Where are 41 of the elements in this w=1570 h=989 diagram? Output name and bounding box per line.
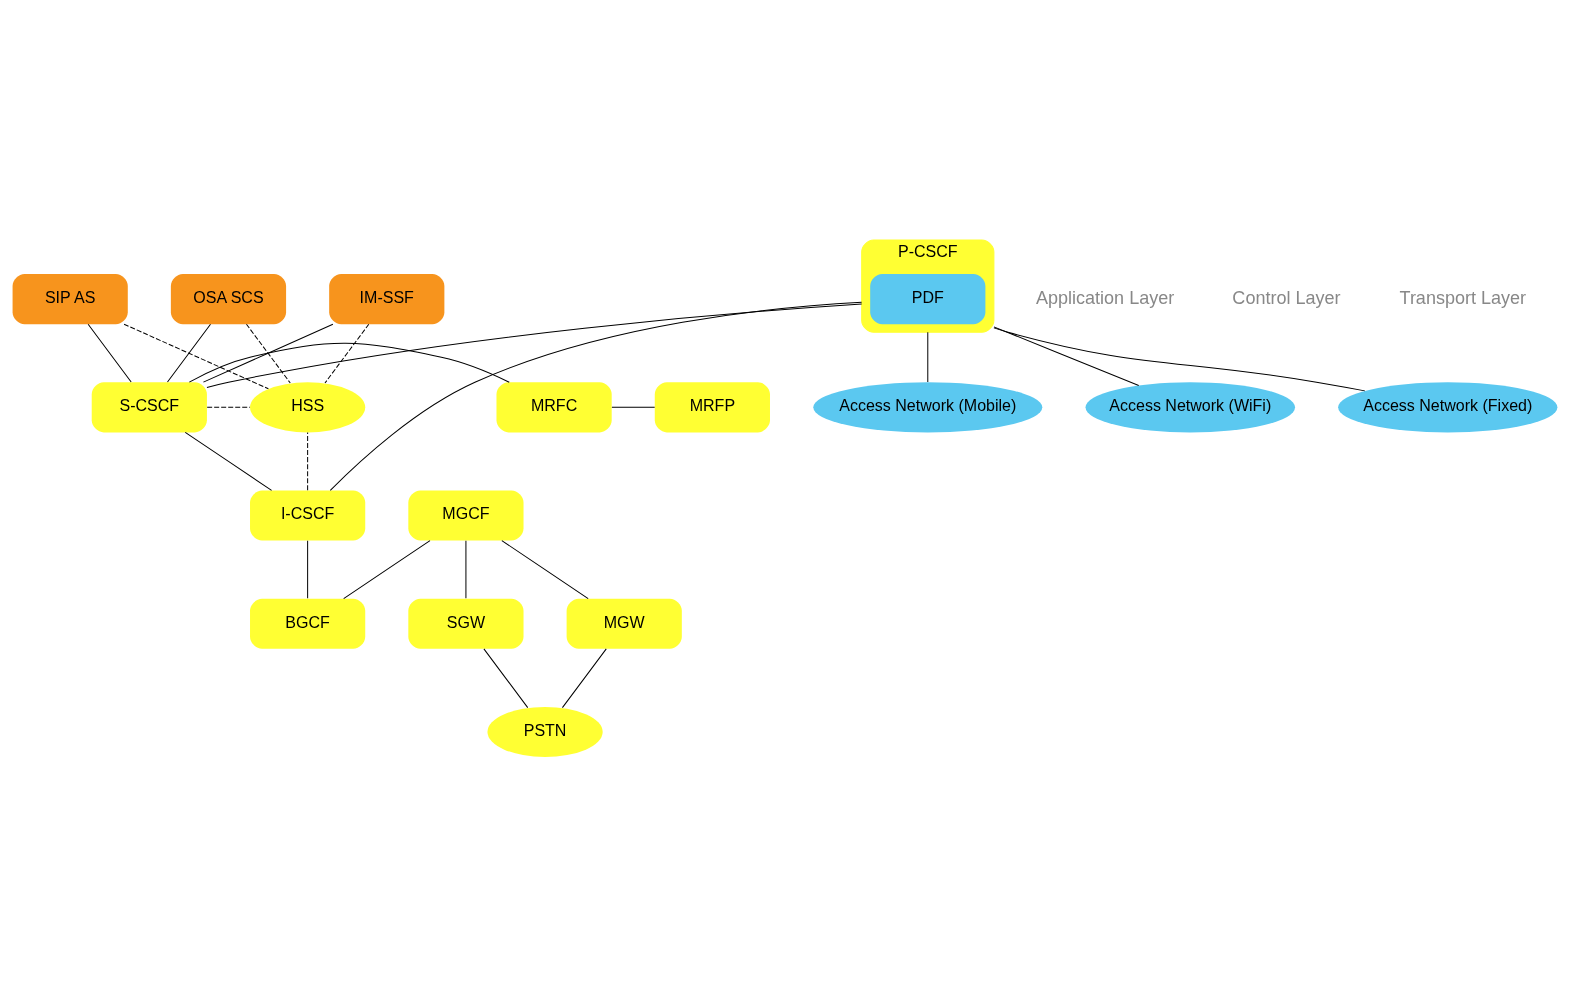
connector <box>611 406 656 408</box>
connector <box>927 331 929 383</box>
node-box: I-CSCF <box>250 490 366 541</box>
connector <box>307 540 309 599</box>
connector <box>993 327 1366 392</box>
node-ellipse: PSTN <box>487 706 603 757</box>
node-box: OSA SCS <box>170 274 287 325</box>
connector <box>206 406 251 408</box>
connector <box>561 648 607 709</box>
node-box: PDF <box>870 274 986 325</box>
node-ellipse: Access Network (WiFi) <box>1085 382 1296 433</box>
label: Control Layer <box>1232 287 1341 308</box>
connector <box>343 540 431 600</box>
connector <box>167 323 211 383</box>
label: Application Layer <box>1036 287 1175 308</box>
node-box: MRFC <box>496 382 612 433</box>
node-ellipse: HSS <box>250 382 366 433</box>
connector <box>123 323 269 390</box>
node-box: S-CSCF <box>91 382 207 433</box>
node-box: SGW <box>408 598 524 649</box>
node-ellipse: Access Network (Mobile) <box>813 382 1043 433</box>
connector <box>202 323 334 383</box>
connector <box>329 301 863 491</box>
connector <box>184 431 273 491</box>
connector <box>993 326 1140 386</box>
connector <box>206 303 863 389</box>
node-ellipse: Access Network (Fixed) <box>1338 382 1558 433</box>
node-box: BGCF <box>250 598 366 649</box>
node-box: MGW <box>566 598 682 649</box>
connector <box>483 648 529 709</box>
node-box: MRFP <box>654 382 770 433</box>
connector <box>307 431 309 491</box>
node-box: SIP AS <box>12 274 128 325</box>
node-box: IM-SSF <box>329 274 445 325</box>
connector <box>245 323 291 384</box>
connector <box>188 342 510 383</box>
label: Transport Layer <box>1399 287 1527 308</box>
connector <box>324 323 370 384</box>
connector <box>87 323 132 383</box>
node-box: MGCF <box>408 490 524 541</box>
connector <box>501 540 589 600</box>
